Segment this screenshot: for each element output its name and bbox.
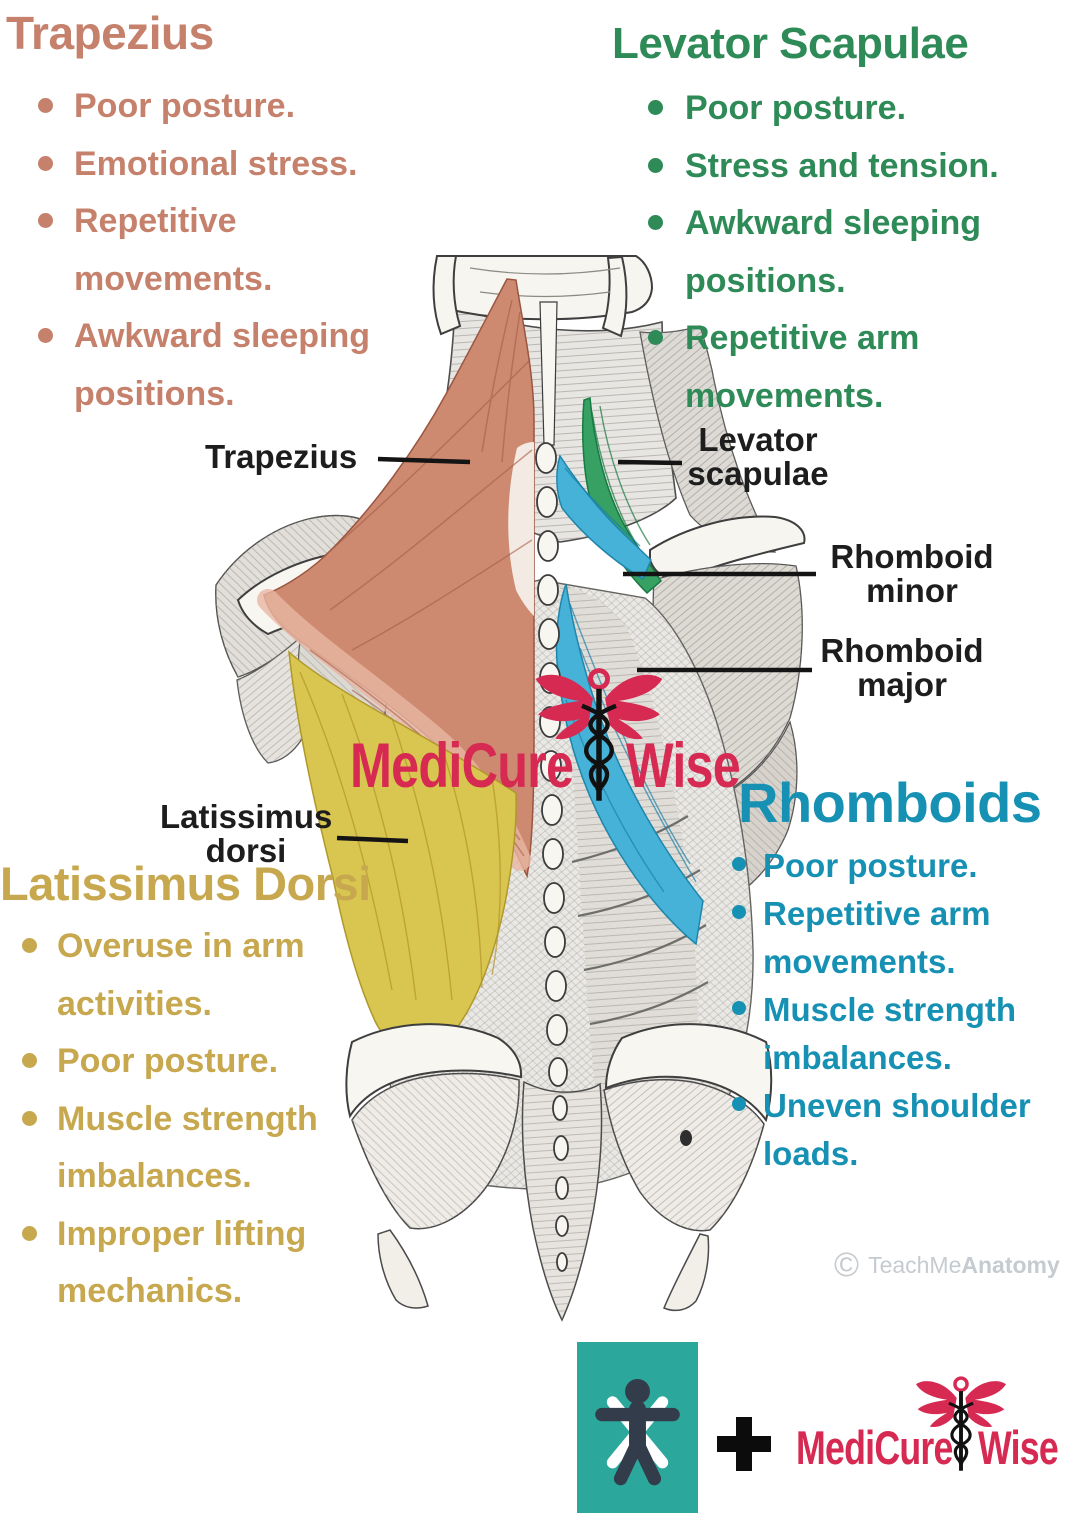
label-latissimus-dorsi: Latissimus dorsi: [160, 798, 333, 869]
bullet-dot: [648, 330, 663, 345]
bullet-dot: [38, 328, 53, 343]
bullet-dot: [648, 157, 663, 173]
bullet-text: Uneven shoulder loads.: [763, 1087, 1031, 1172]
bullet-text: Muscle strength imbalances.: [763, 991, 1017, 1076]
skull-base: [432, 255, 654, 338]
bullet-text: Awkward sleeping positions.: [685, 204, 982, 300]
watermark-medicure-wise: MediCure Wise: [350, 662, 752, 810]
accessibility-logo-box: [577, 1342, 698, 1513]
bullet-text: Stress and tension.: [685, 146, 999, 185]
credit-teachmeanatomy: © TeachMeAnatomy: [834, 1248, 1060, 1282]
list-item: Uneven shoulder loads.: [732, 1082, 1072, 1178]
bullet-dot: [38, 213, 53, 228]
label-rhomboid-minor: Rhomboid minor: [830, 538, 994, 609]
bullet-text: Improper lifting mechanics.: [57, 1214, 307, 1311]
bullet-dot: [22, 1110, 37, 1126]
list-item: Repetitive arm movements.: [648, 310, 1078, 425]
bullet-text: Emotional stress.: [74, 144, 358, 183]
section-bullets-rhomboids: Poor posture. Repetitive arm movements. …: [732, 842, 1072, 1178]
section-title-trapezius: Trapezius: [6, 7, 214, 59]
list-item: Stress and tension.: [648, 138, 1078, 196]
section-bullets-levator: Poor posture. Stress and tension. Awkwar…: [648, 80, 1078, 425]
bullet-dot: [22, 938, 37, 953]
section-bullets-latissimus: Overuse in arm activities. Poor posture.…: [22, 918, 402, 1321]
bullet-dot: [22, 1225, 37, 1241]
footer-brand-medicure-wise: MediCure Wise: [796, 1372, 1076, 1482]
list-item: Muscle strength imbalances.: [22, 1091, 402, 1206]
vitruvian-man-icon: [595, 1378, 680, 1486]
list-item: Awkward sleeping positions.: [38, 308, 468, 423]
credit-text-regular: TeachMe: [868, 1251, 962, 1278]
bullet-text: Repetitive arm movements.: [763, 895, 991, 980]
list-item: Poor posture.: [22, 1033, 402, 1091]
watermark-brand-first: MediCure: [350, 731, 574, 801]
list-item: Poor posture.: [648, 80, 1078, 138]
bullet-dot: [648, 100, 663, 115]
caduceus-icon: [915, 1376, 1007, 1471]
bullet-dot: [648, 215, 663, 230]
bullet-dot: [38, 98, 53, 113]
list-item: Awkward sleeping positions.: [648, 195, 1078, 310]
plus-icon: [717, 1417, 771, 1471]
section-bullets-trapezius: Poor posture. Emotional stress. Repetiti…: [38, 78, 468, 423]
list-item: Repetitive arm movements.: [732, 890, 1072, 986]
pelvis: [345, 1023, 773, 1322]
bullet-text: Poor posture.: [57, 1042, 279, 1080]
rhomboid-minor-muscle: [556, 454, 652, 581]
bullet-dot: [732, 1001, 746, 1015]
bullet-dot: [38, 155, 53, 171]
section-title-latissimus: Latissimus Dorsi: [0, 857, 371, 910]
list-item: Poor posture.: [38, 78, 468, 136]
bullet-text: Repetitive arm movements.: [685, 319, 920, 415]
watermark-brand-second: Wise: [626, 731, 741, 801]
list-item: Overuse in arm activities.: [22, 918, 402, 1033]
footer-brand-second: Wise: [978, 1421, 1059, 1474]
list-item: Poor posture.: [732, 842, 1072, 890]
label-rhomboid-major: Rhomboid major: [820, 632, 984, 703]
footer-brand-first: MediCure: [796, 1421, 953, 1474]
bullet-text: Overuse in arm activities.: [57, 927, 305, 1023]
leader-line-latissimus: [336, 835, 409, 844]
bullet-text: Poor posture.: [74, 87, 296, 125]
credit-text-bold: Anatomy: [961, 1251, 1060, 1278]
copyright-icon: ©: [834, 1246, 860, 1284]
credit-text: TeachMeAnatomy: [868, 1252, 1060, 1279]
section-title-levator: Levator Scapulae: [612, 19, 969, 68]
leader-lines: [336, 456, 816, 844]
bullet-text: Muscle strength imbalances.: [57, 1099, 318, 1196]
leader-line-trapezius: [377, 456, 471, 465]
label-levator-scapulae: Levator scapulae: [687, 421, 829, 492]
back-muscles-illustration: [215, 255, 816, 1322]
caduceus-icon: [535, 668, 663, 801]
list-item: Muscle strength imbalances.: [732, 986, 1072, 1082]
bullet-dot: [732, 1097, 746, 1111]
bullet-text: Poor posture.: [685, 89, 907, 127]
list-item: Emotional stress.: [38, 136, 468, 194]
bullet-text: Repetitive movements.: [74, 202, 273, 298]
bullet-dot: [732, 857, 746, 871]
bullet-text: Poor posture.: [763, 847, 978, 884]
list-item: Repetitive movements.: [38, 193, 468, 308]
bullet-text: Awkward sleeping positions.: [74, 317, 371, 413]
section-title-rhomboids: Rhomboids: [738, 771, 1042, 834]
list-item: Improper lifting mechanics.: [22, 1206, 402, 1321]
bullet-dot: [732, 905, 746, 919]
leader-line-levator: [617, 459, 683, 466]
bullet-dot: [22, 1053, 37, 1068]
label-trapezius: Trapezius: [205, 438, 358, 475]
